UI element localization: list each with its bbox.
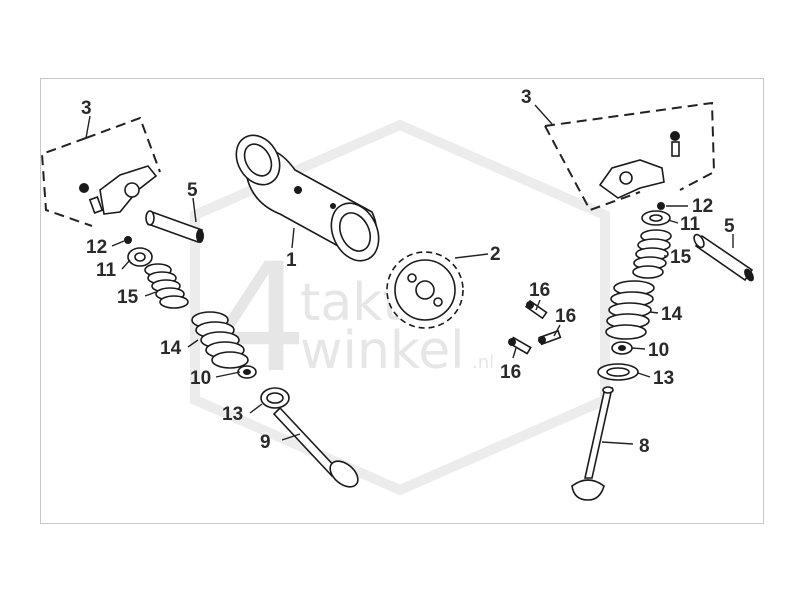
callout-16-a: 16: [529, 280, 550, 301]
watermark-line1: takt: [300, 273, 403, 333]
left-retainer: [127, 247, 153, 267]
exhaust-valve: [272, 406, 359, 488]
left-washer: [260, 387, 290, 409]
left-rocker-shaft: [145, 210, 204, 244]
left-inner-spring: [144, 263, 189, 309]
left-spring-seat: [237, 365, 257, 379]
leader-lines: [85, 104, 734, 445]
left-rocker-arm-group: [40, 116, 161, 227]
camshaft: [235, 134, 380, 262]
callout-10-right: 10: [648, 340, 669, 361]
right-rocker-shaft: [693, 233, 754, 282]
right-inner-spring: [632, 229, 672, 279]
callout-labels: 3 3 1 2 5 5 8 9 10 10 11 11 12 12 13 13 …: [81, 87, 735, 457]
callout-5-right: 5: [724, 216, 735, 237]
callout-2: 2: [490, 244, 501, 265]
intake-valve: [571, 386, 614, 501]
callout-5-left: 5: [187, 180, 198, 201]
callout-3-left: 3: [81, 98, 92, 119]
right-rocker-arm-group: [544, 101, 716, 212]
cam-sprocket: [386, 251, 464, 329]
callout-15-right: 15: [670, 247, 692, 268]
callout-3-right: 3: [521, 87, 532, 108]
callout-9: 9: [260, 432, 271, 453]
callout-13-right: 13: [653, 368, 674, 389]
callout-1: 1: [286, 250, 297, 271]
callout-16-c: 16: [500, 362, 521, 383]
bolt-c: [508, 336, 532, 355]
callout-14-left: 14: [160, 338, 182, 359]
watermark-line2: winkel: [300, 321, 465, 381]
callout-8: 8: [639, 436, 650, 457]
callout-13-left: 13: [222, 404, 243, 425]
callout-10-left: 10: [190, 368, 211, 389]
callout-14-right: 14: [661, 304, 683, 325]
callout-15-left: 15: [117, 287, 139, 308]
callout-12-left: 12: [86, 237, 107, 258]
left-outer-spring: [191, 311, 249, 369]
right-cotter: [657, 202, 665, 210]
callout-11-right: 11: [680, 214, 701, 235]
left-cotter: [124, 236, 132, 244]
right-spring-seat: [611, 341, 633, 355]
callout-11-left: 11: [96, 260, 117, 281]
bolt-b: [538, 329, 562, 346]
right-washer: [597, 363, 639, 381]
right-retainer: [641, 210, 671, 226]
callout-16-b: 16: [555, 306, 576, 327]
watermark-suffix: .nl: [472, 352, 494, 373]
right-outer-spring: [605, 280, 655, 340]
callout-12-right: 12: [692, 196, 713, 217]
